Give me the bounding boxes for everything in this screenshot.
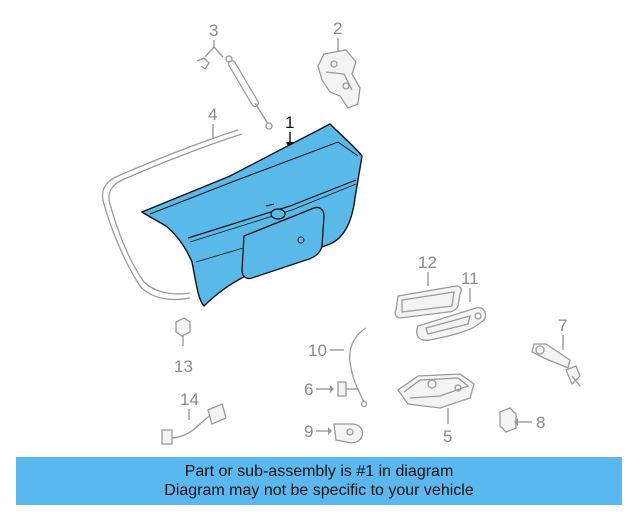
callout-1: 1 [285,113,294,132]
banner-line-2: Diagram may not be specific to your vehi… [164,482,474,499]
part-13-bumper-stop[interactable]: 13 [174,317,193,376]
part-11-trunk-handle[interactable]: 11 [416,269,487,342]
part-4-weatherstrip[interactable]: 4 [101,105,243,301]
part-7-lock-cylinder[interactable]: 7 [531,316,581,387]
part-1-trunk-lid[interactable]: 1 [140,113,363,307]
part-8-cap[interactable]: 8 [499,407,545,433]
callout-2: 2 [333,19,342,38]
part-12-lamp-lens[interactable]: 12 [394,253,462,319]
callout-10: 10 [308,341,327,360]
part-6-bolt[interactable]: 6 [304,380,358,399]
part-9-clip[interactable]: 9 [304,422,364,444]
callout-4: 4 [208,105,217,124]
callout-12: 12 [418,253,437,272]
part-2-hinge[interactable]: 2 [317,19,361,109]
callout-14: 14 [180,390,199,409]
part-10-release-cable[interactable]: 10 [308,327,368,408]
part-3-trunk-lid-strut[interactable]: 3 [196,21,273,130]
callout-3: 3 [209,21,218,40]
info-banner: Part or sub-assembly is #1 in diagram Di… [16,457,622,505]
callout-7: 7 [558,316,567,335]
callout-9: 9 [304,422,313,441]
part-5-latch[interactable]: 5 [397,373,475,446]
callout-13: 13 [174,357,193,376]
part-14-wire-harness[interactable]: 14 [161,390,227,445]
callout-11: 11 [461,269,479,288]
banner-line-1: Part or sub-assembly is #1 in diagram [184,463,454,480]
callout-6: 6 [304,380,313,399]
callout-5: 5 [443,427,452,446]
callout-8: 8 [536,413,545,432]
